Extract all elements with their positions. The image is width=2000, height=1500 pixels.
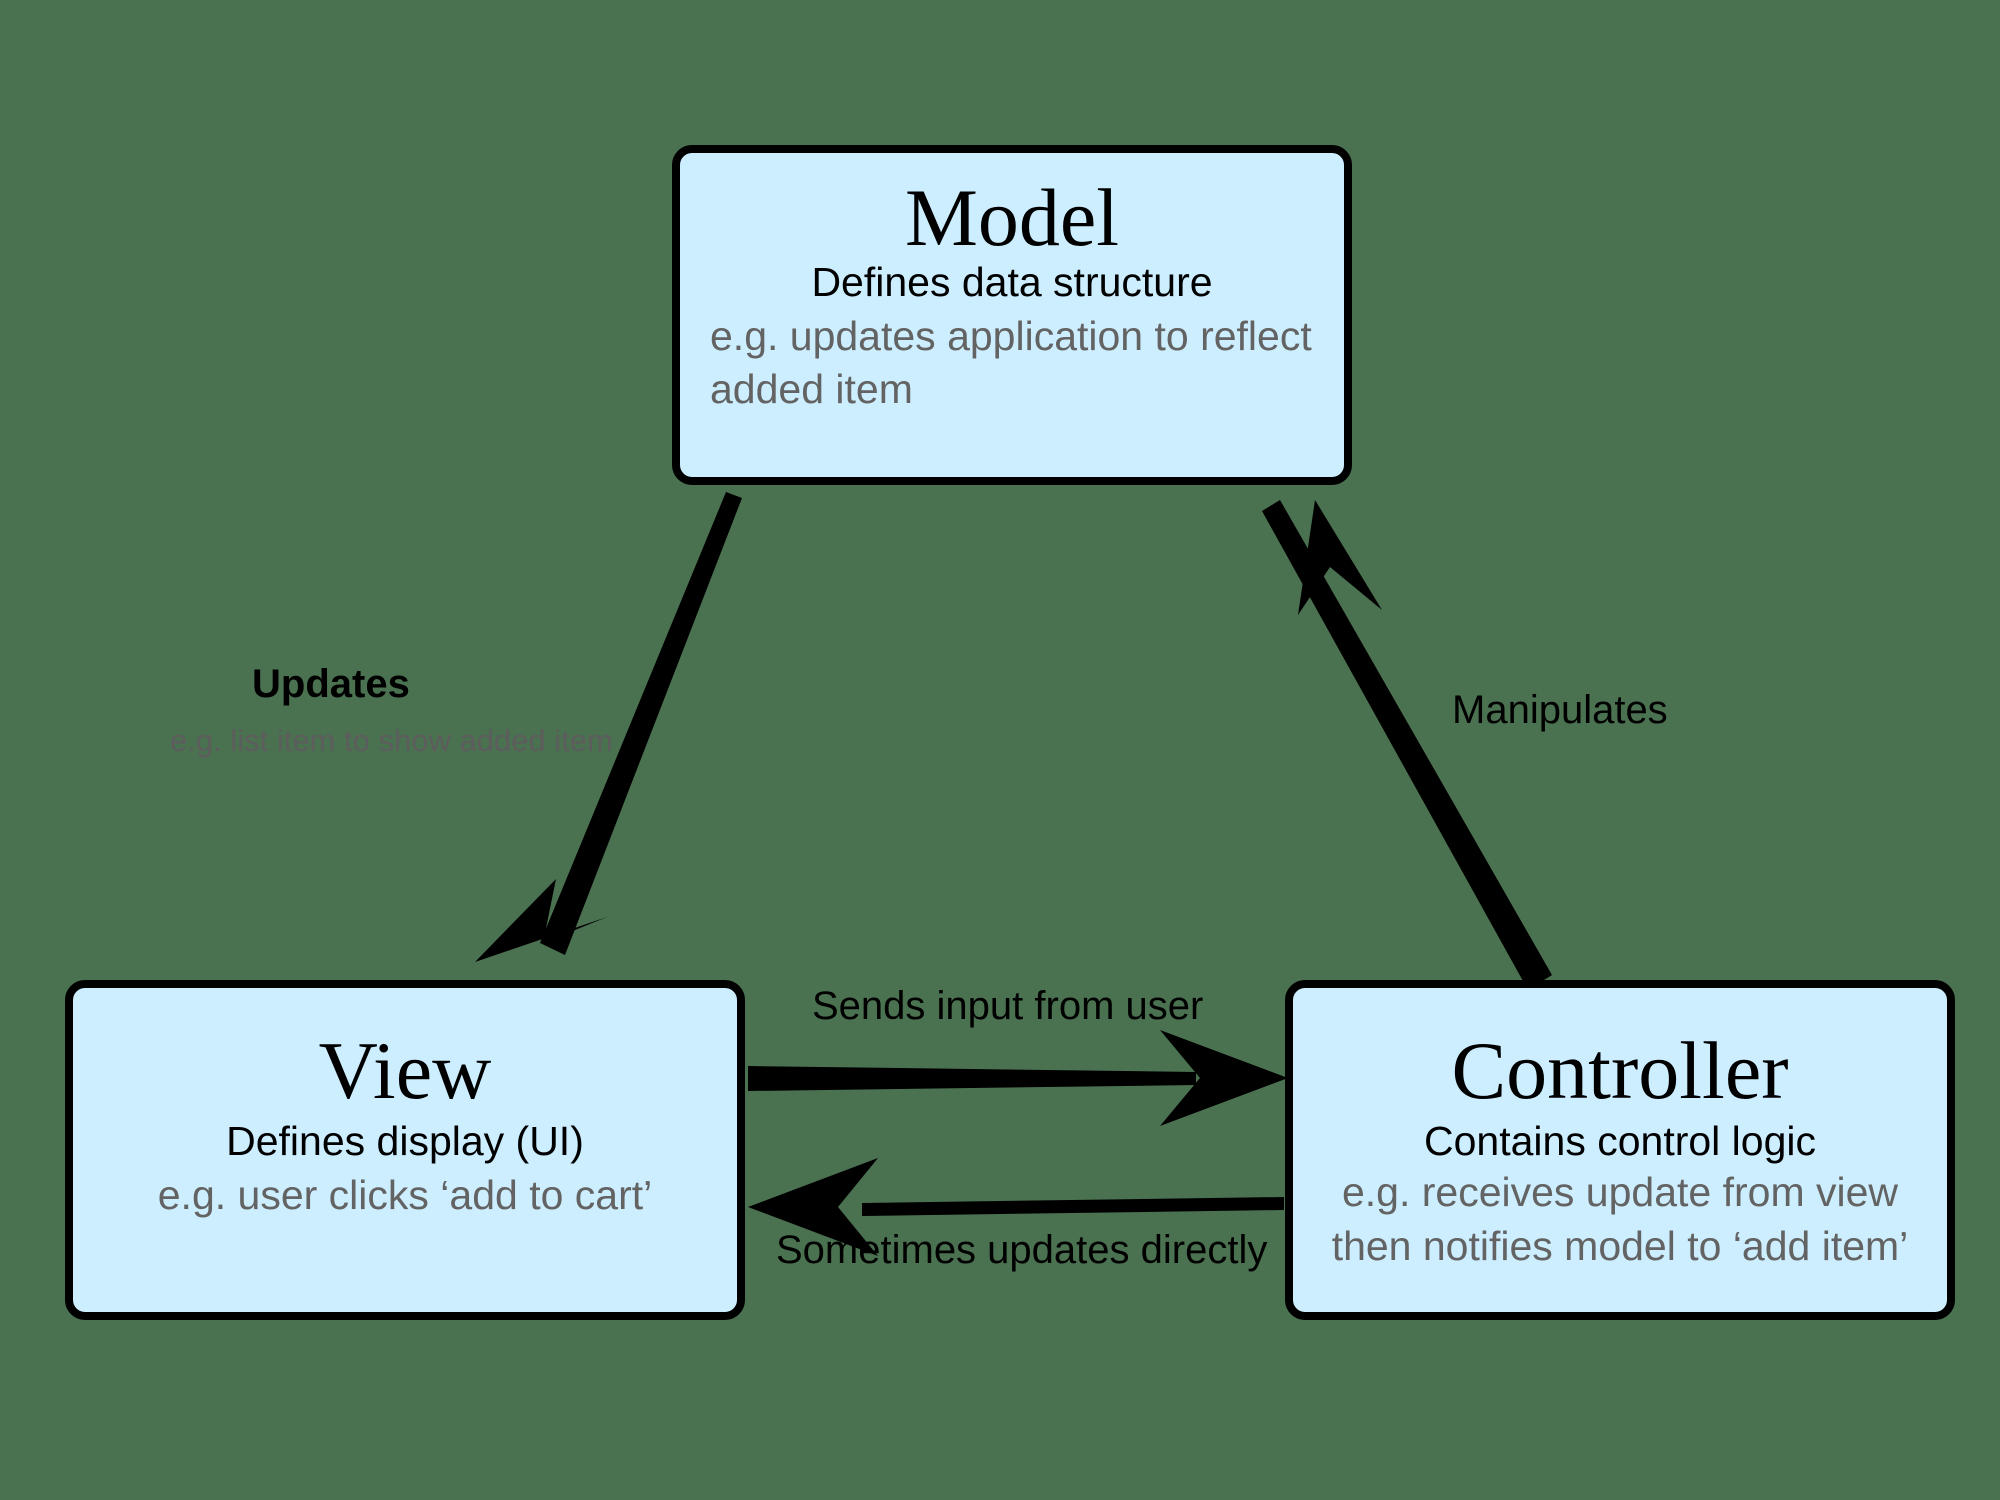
node-view-subtitle: Defines display (UI): [226, 1118, 584, 1164]
node-view[interactable]: View Defines display (UI) e.g. user clic…: [65, 980, 745, 1320]
edge-label-sends-input-from-user: Sends input from user: [812, 984, 1204, 1028]
node-controller[interactable]: Controller Contains control logic e.g. r…: [1285, 980, 1955, 1320]
node-controller-example-line-1: e.g. receives update from view: [1341, 1169, 1899, 1216]
edge-label-sometimes-updates-directly: Sometimes updates directly: [776, 1228, 1268, 1272]
node-view-title: View: [318, 1025, 492, 1116]
arrow-controller-to-model: [1262, 500, 1552, 990]
node-model-subtitle: Defines data structure: [811, 259, 1213, 305]
node-controller-title: Controller: [1451, 1025, 1789, 1116]
node-model[interactable]: Model Defines data structure e.g. update…: [672, 145, 1352, 485]
edge-sublabel-updates: e.g. list item to show added item: [170, 723, 613, 758]
arrow-view-to-controller: [748, 1030, 1288, 1126]
edge-label-updates: Updates: [252, 662, 410, 706]
node-model-title: Model: [904, 172, 1120, 263]
node-model-example: e.g. updates application to reflect adde…: [710, 313, 1312, 412]
edge-label-manipulates: Manipulates: [1452, 688, 1668, 732]
node-controller-example-line-2: then notifies model to ‘add item’: [1331, 1223, 1909, 1270]
node-view-example: e.g. user clicks ‘add to cart’: [157, 1172, 653, 1219]
node-controller-subtitle: Contains control logic: [1424, 1118, 1816, 1164]
